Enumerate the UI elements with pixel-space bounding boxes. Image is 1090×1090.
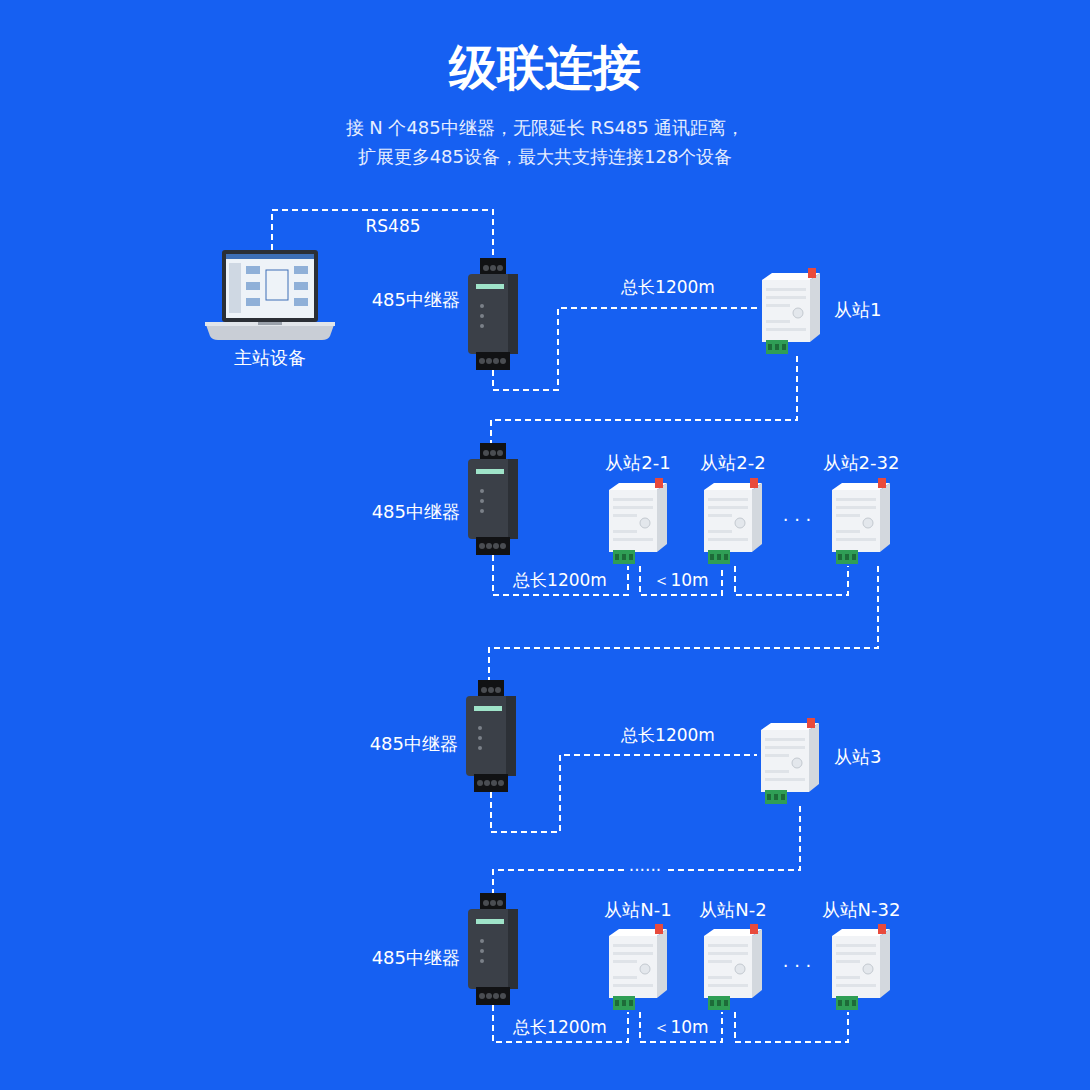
title-holder: 级联连接 — [449, 39, 641, 97]
node-label: 从站2-32 — [823, 452, 900, 474]
ellipsis-mark: · · · — [783, 955, 812, 977]
dashed-wire — [491, 755, 757, 832]
edge-label: RS485 — [362, 216, 423, 236]
node-label: 从站2-1 — [605, 452, 670, 474]
diagram-title: 级联连接 — [449, 39, 641, 97]
laptop-edge — [205, 322, 335, 326]
edge-label-holder: ＜10m — [650, 570, 711, 590]
edge-label-holder: ······ — [626, 860, 664, 880]
edge-label: 总长1200m — [510, 1017, 610, 1037]
node-label: 从站3 — [834, 746, 881, 768]
dashed-wire — [640, 1012, 722, 1042]
edge-label-holder: 总长1200m — [510, 570, 610, 590]
sensor-device — [762, 268, 820, 354]
dashed-wire — [640, 566, 722, 595]
slave-node: 从站2-1 — [605, 452, 671, 566]
slave-node: 从站2-2 — [700, 452, 766, 566]
label-holder: 接 N 个485中继器，无限延长 RS485 通讯距离， — [346, 117, 745, 139]
repeater-device — [468, 893, 518, 1005]
dashed-wire — [735, 566, 848, 595]
node-label: 485中继器 — [370, 733, 458, 755]
edge-label: 总长1200m — [618, 725, 718, 745]
dashed-wire — [493, 806, 800, 893]
edge-label-holder: 总长1200m — [618, 277, 718, 297]
slave-node: 从站2-32 — [823, 452, 900, 566]
dashed-wire — [493, 555, 628, 595]
screen-item — [294, 298, 308, 306]
dashed-wire — [491, 356, 797, 443]
subtitle-line: 扩展更多485设备，最大共支持连接128个设备 — [358, 146, 733, 168]
dashed-wire — [493, 308, 758, 390]
repeater-node: 485中继器 — [372, 258, 518, 370]
node-label: 485中继器 — [372, 501, 460, 523]
screen-panel — [229, 263, 241, 313]
sensor-device — [609, 924, 667, 1010]
master-station: 主站设备 — [205, 250, 335, 369]
screen-diagram — [266, 270, 288, 300]
edge-label: ＜10m — [650, 570, 711, 590]
edge-label: ······ — [626, 860, 664, 880]
repeater-node: 485中继器 — [372, 443, 518, 555]
label-holder: 扩展更多485设备，最大共支持连接128个设备 — [358, 146, 733, 168]
connector-group — [272, 210, 878, 1042]
node-label: 485中继器 — [372, 947, 460, 969]
subtitle-line: 接 N 个485中继器，无限延长 RS485 通讯距离， — [346, 117, 745, 139]
node-label: 从站1 — [834, 299, 881, 321]
edge-label-holder: ＜10m — [650, 1017, 711, 1037]
screen-bar — [226, 254, 314, 259]
slave-node: 从站N-32 — [822, 899, 901, 1012]
laptop-screen — [226, 254, 314, 318]
sensor-device — [704, 478, 762, 564]
slave-node: 从站N-2 — [699, 899, 766, 1012]
sensor-device — [832, 924, 890, 1010]
node-label: 从站2-2 — [700, 452, 765, 474]
edge-label: 总长1200m — [618, 277, 718, 297]
laptop-illustration — [205, 250, 335, 340]
edge-label-holder: 总长1200m — [510, 1017, 610, 1037]
repeater-node: 485中继器 — [370, 680, 516, 792]
edge-label: 总长1200m — [510, 570, 610, 590]
node-label: 从站N-1 — [604, 899, 671, 921]
dashed-wire — [735, 1012, 848, 1042]
dashed-wire — [489, 566, 878, 680]
slave-node: 从站N-1 — [604, 899, 671, 1012]
repeater-node: 485中继器 — [372, 893, 518, 1005]
repeater-device — [468, 258, 518, 370]
node-label: 485中继器 — [372, 289, 460, 311]
screen-item — [246, 282, 260, 290]
screen-item — [294, 266, 308, 274]
label-holder: · · · — [783, 955, 812, 977]
screen-item — [294, 282, 308, 290]
node-label: 从站N-2 — [699, 899, 766, 921]
label-holder: · · · — [783, 509, 812, 531]
laptop-base — [205, 322, 335, 340]
node-label: 从站N-32 — [822, 899, 901, 921]
screen-item — [246, 266, 260, 274]
repeater-device — [468, 443, 518, 555]
edge-label: ＜10m — [650, 1017, 711, 1037]
edge-label-holder: RS485 — [362, 216, 423, 236]
screen-item — [246, 298, 260, 306]
laptop-bezel — [222, 250, 318, 322]
sensor-device — [761, 718, 819, 804]
slave-node: 从站3 — [757, 718, 881, 806]
dashed-wire — [493, 1005, 628, 1042]
edge-label-holder: 总长1200m — [618, 725, 718, 745]
slave-node: 从站1 — [758, 268, 881, 356]
sensor-device — [609, 478, 667, 564]
ellipsis-mark: · · · — [783, 509, 812, 531]
sensor-device — [704, 924, 762, 1010]
node-label: 主站设备 — [234, 347, 306, 369]
sensor-device — [832, 478, 890, 564]
laptop-notch — [258, 322, 282, 325]
repeater-device — [466, 680, 516, 792]
